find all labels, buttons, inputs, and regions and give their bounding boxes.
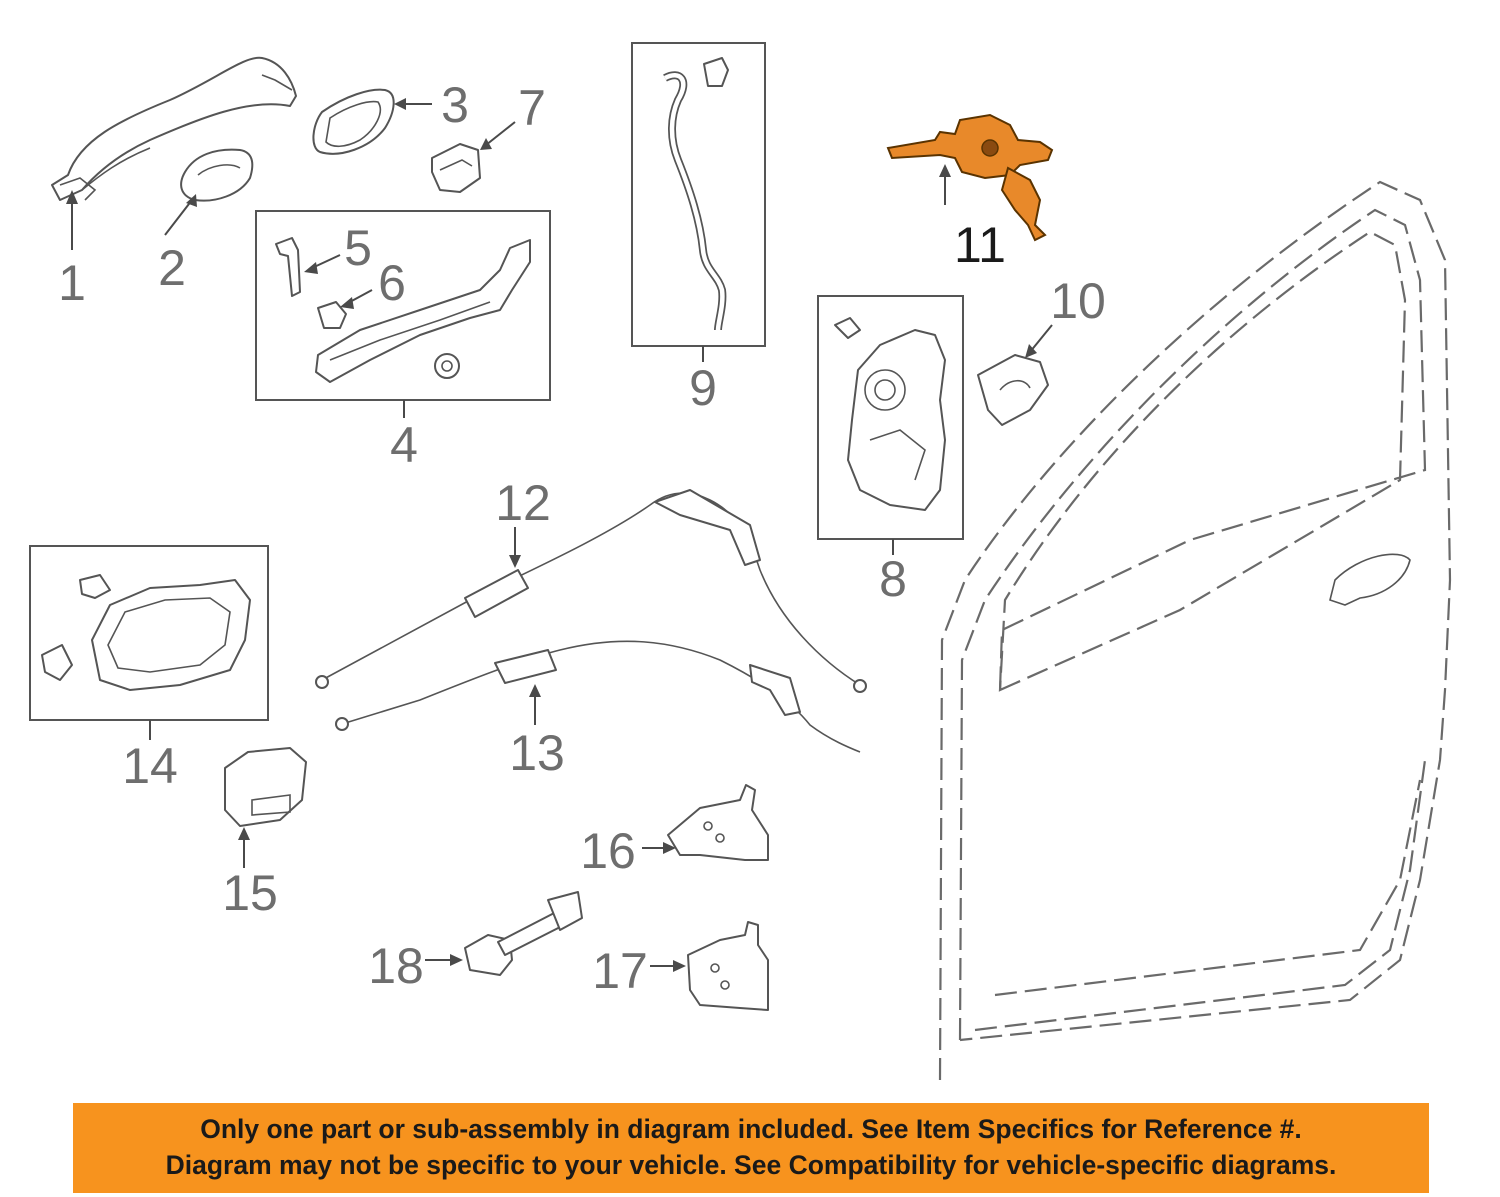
part-4-handle-base [315,239,531,383]
callout-15: 15 [222,865,278,921]
part-10-striker [977,354,1049,426]
arrow-1 [66,190,78,204]
arrow-18 [450,954,463,966]
callout-13: 13 [509,725,565,781]
callout-5: 5 [344,220,372,276]
callout-12: 12 [495,475,551,531]
part-2-handle-cover [180,148,254,202]
callout-11: 11 [954,217,1006,273]
part-13-cable [335,640,861,753]
part-6-nut [317,301,347,329]
callout-3: 3 [441,77,469,133]
leader-5 [311,254,341,269]
part-11-lock-cylinder [886,113,1054,242]
arrow-2 [186,194,197,207]
arrow-6 [340,297,354,309]
part-9-rod [663,57,729,331]
part-17-hinge [687,921,769,1011]
part-1-outside-handle [51,56,297,201]
part-16-hinge [667,784,769,861]
disclaimer-line-2: Diagram may not be specific to your vehi… [165,1150,1337,1180]
part-15-cover [224,747,307,827]
callout-17: 17 [592,943,648,999]
box-9 [631,42,766,347]
callout-4: 4 [390,417,418,473]
leader-7 [485,121,516,146]
arrow-12 [509,555,521,568]
arrow-10 [1025,344,1037,358]
part-7-clip [431,143,481,193]
arrow-5 [304,262,318,274]
part-12-cable [315,489,867,693]
door-panel-outline [938,180,1452,1081]
callout-18: 18 [368,938,424,994]
callout-2: 2 [158,240,186,296]
callout-14: 14 [122,738,178,794]
disclaimer-banner: Only one part or sub-assembly in diagram… [73,1103,1429,1193]
part-18-door-check [464,891,583,976]
callout-6: 6 [378,255,406,311]
arrow-13 [529,684,541,697]
callout-1: 1 [58,255,86,311]
part-8-door-latch [834,317,946,511]
arrow-15 [238,827,250,840]
part-3-gasket [312,88,395,155]
arrow-11 [939,164,951,177]
box-8 [817,295,964,540]
callout-16: 16 [580,823,636,879]
callout-9: 9 [689,360,717,416]
disclaimer-line-1: Only one part or sub-assembly in diagram… [200,1114,1302,1144]
door-lock-parts-diagram: 1 2 3 7 5 6 4 [29,42,1452,1081]
arrow-16 [663,842,676,854]
callout-8: 8 [879,551,907,607]
arrow-7 [480,138,492,150]
part-5-screw [275,237,301,297]
arrow-17 [673,960,686,972]
part-14-inside-handle [41,574,251,691]
leader-10 [1029,324,1053,353]
arrow-3 [394,98,406,110]
leader-2 [164,199,193,236]
callout-10: 10 [1050,273,1106,329]
callout-7: 7 [518,80,546,136]
